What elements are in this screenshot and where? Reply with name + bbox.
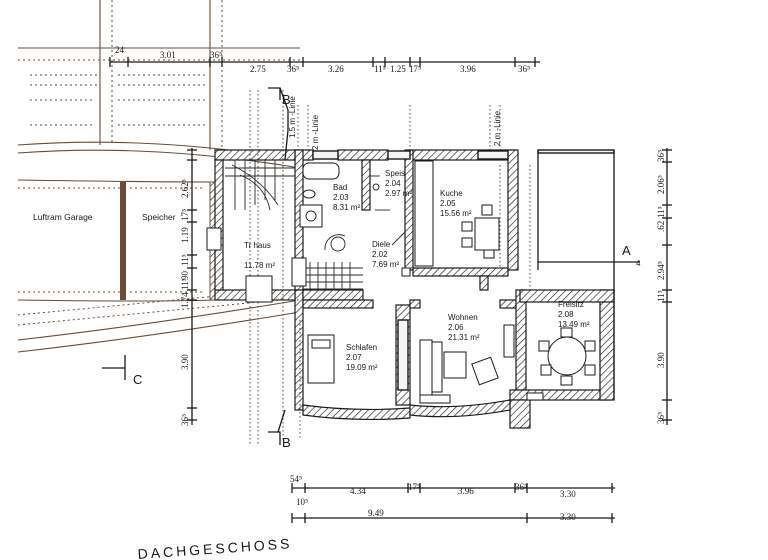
height-line-middle: 2 m -Linie (311, 114, 320, 150)
room-name-luftraum: Luftram Garage (33, 212, 93, 222)
room-name-speicher: Speicher (142, 212, 176, 222)
room-name-wohnen: Wohnen (448, 313, 478, 322)
room-number-diele: 2.02 (372, 250, 388, 259)
svg-text:A: A (622, 243, 631, 258)
dim-top-8: 17⁵ (409, 64, 421, 74)
dim-left-0: 2.62⁵ (180, 179, 190, 198)
room-name-schlafen: Schlafen (346, 343, 377, 352)
dim-top-6: 11⁵ (374, 64, 386, 74)
svg-text:4: 4 (636, 259, 641, 268)
room-name-kuche: Kuche (440, 189, 463, 198)
dim-right-4: 2.94⁵ (656, 261, 666, 280)
dim-left-1: 17⁵ (180, 209, 190, 221)
dim-left-4: 90 (180, 271, 190, 281)
room-number-wohnen: 2.06 (448, 323, 464, 332)
room-name-freisitz: Freisitz (558, 300, 584, 309)
dim-top-10: 36⁵ (518, 64, 530, 74)
room-number-kuche: 2.05 (440, 199, 456, 208)
dim-bottom1-0: 54⁵ (290, 474, 302, 484)
room-number-bad: 2.03 (333, 193, 349, 202)
room-name-treppenhaus: Tr haus (244, 241, 271, 250)
room-area-kuche: 15.56 m² (440, 209, 472, 218)
dim-left-5: 11⁵ (180, 278, 190, 290)
room-area-speis: 2.97 m² (385, 189, 412, 198)
dim-top-5: 3.26 (328, 64, 344, 74)
dim-top-7: 1.25 (390, 64, 406, 74)
floor-title: DACHGESCHOSS (137, 535, 293, 560)
dim-bottom1-3: 3.96 (458, 486, 474, 496)
height-line-right: 2 m -Linie (493, 110, 502, 146)
dim-bottom2-0: 10⁵ (296, 497, 308, 507)
dim-bottom1-4: 36⁵ (515, 482, 527, 492)
dim-right-5: 11⁵ (656, 290, 666, 302)
svg-text:B: B (282, 92, 291, 107)
dim-top-1: 3.01 (160, 50, 176, 60)
dim-left-7: 3.90 (180, 354, 190, 370)
dim-bottom2-1: 9.49 (368, 508, 384, 518)
dim-top-0: 24 (115, 45, 125, 55)
dimension-lines (109, 57, 672, 523)
dim-left-8: 36⁵ (180, 414, 190, 426)
section-marker-b-top: B (268, 87, 291, 161)
section-marker-a: A 4 (538, 243, 641, 268)
dim-top-2: 36⁵ (210, 50, 222, 60)
dim-bottom2-2: 3.30 (560, 512, 576, 522)
room-name-bad: Bad (333, 183, 347, 192)
dim-left-2: 1.19 (180, 227, 190, 243)
room-number-freisitz: 2.08 (558, 310, 574, 319)
dim-top-9: 3.96 (460, 64, 476, 74)
dim-right-2: 11⁵ (656, 206, 666, 218)
dim-right-3: .62 (656, 221, 666, 232)
room-area-treppenhaus: 11.78 m² (244, 261, 275, 270)
room-area-wohnen: 21.31 m² (448, 333, 480, 342)
room-area-diele: 7.69 m² (372, 260, 399, 269)
dim-bottom1-5: 3.30 (560, 489, 576, 499)
dim-left-6: 1.74 (180, 292, 190, 308)
svg-text:B: B (282, 435, 291, 450)
dim-right-7: 36⁵ (656, 412, 666, 424)
section-marker-c: C (102, 355, 142, 387)
room-number-schlafen: 2.07 (346, 353, 362, 362)
dim-right-1: 2.06⁵ (656, 175, 666, 194)
height-line-left: 1.5 m -Linie (288, 96, 297, 138)
dim-bottom1-2: 17⁵ (408, 482, 420, 492)
dim-right-6: 3.90 (656, 352, 666, 368)
room-name-speis: Speis (385, 169, 405, 178)
dim-right-0: 36⁵ (656, 150, 666, 162)
svg-text:C: C (133, 372, 142, 387)
room-number-speis: 2.04 (385, 179, 401, 188)
room-name-diele: Diele (372, 240, 391, 249)
main-floor-plan (206, 90, 615, 445)
room-area-freisitz: 13.49 m² (558, 320, 590, 329)
section-marker-b-bottom: B (268, 409, 291, 450)
dim-bottom1-1: 4.34 (350, 486, 366, 496)
dim-top-4: 36⁵ (287, 64, 299, 74)
dim-left-3: 11⁵ (180, 254, 190, 266)
room-area-schlafen: 19.09 m² (346, 363, 378, 372)
dim-top-3: 2.75 (250, 64, 266, 74)
room-area-bad: 8.31 m² (333, 203, 360, 212)
